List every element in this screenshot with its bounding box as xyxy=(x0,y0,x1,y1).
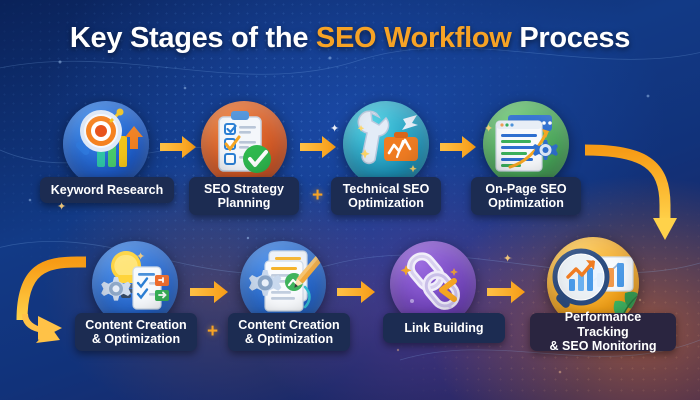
step-2-circle xyxy=(201,101,287,187)
step-1-label: Keyword Research xyxy=(40,177,174,203)
step-2-label: SEO Strategy Planning xyxy=(189,177,299,215)
title-highlight: SEO Workflow xyxy=(315,22,512,54)
sparkle-decoration: ✦ xyxy=(136,251,146,263)
step-6-circle xyxy=(240,241,326,327)
sparkle-decoration: ✦ xyxy=(484,123,494,135)
step-4-label: On-Page SEO Optimization xyxy=(471,177,581,215)
sparkle-decoration: ✦ xyxy=(503,253,513,265)
separator-plus-2: + xyxy=(207,321,219,342)
step-7-label: Link Building xyxy=(383,313,505,343)
step-4-circle xyxy=(483,101,569,187)
step-3-label: Technical SEO Optimization xyxy=(331,177,441,215)
step-5-circle xyxy=(92,241,178,327)
sparkle-decoration: ✦ xyxy=(330,123,340,135)
webpage-gear-icon xyxy=(495,115,558,172)
step-3-circle xyxy=(343,101,429,187)
step-5-label: Content Creation & Optimization xyxy=(75,313,197,351)
step-6-label: Content Creation & Optimization xyxy=(228,313,350,351)
wrench-toolbox-code-icon xyxy=(357,110,418,173)
clipboard-checklist-check-icon xyxy=(218,111,271,173)
step-7-circle xyxy=(390,241,476,327)
magnifier-target-bargraph-icon xyxy=(75,108,143,167)
page-title: Key Stages of the SEO Workflow Process xyxy=(0,22,700,55)
step-8-label: Performance Tracking & SEO Monitoring xyxy=(530,310,676,353)
sparkle-decoration: ✦ xyxy=(57,201,67,213)
title-part-1: Key Stages of the xyxy=(69,22,316,54)
separator-plus-1: + xyxy=(312,185,324,206)
step-1-circle xyxy=(63,101,149,187)
title-part-2: Process xyxy=(511,22,631,54)
